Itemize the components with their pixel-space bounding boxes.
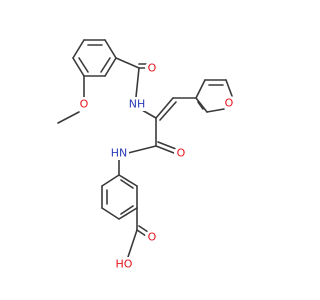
bond-alkene-b	[159, 101, 177, 121]
bond-furan-inner-b	[197, 101, 204, 110]
bond-ring1-f	[72, 39, 85, 59]
bond-furan-e	[195, 97, 208, 113]
acid-hydroxyl-label: HO	[116, 258, 133, 271]
methoxy-oxygen-label: O	[80, 98, 89, 111]
bond-ring2-inner-b	[120, 205, 134, 215]
atom-acid-hydroxyl: HO	[114, 257, 134, 271]
bond-amide-c-o-a	[155, 145, 175, 154]
bond-ring2-inner-c	[120, 179, 134, 189]
furan-oxygen-label: O	[225, 97, 234, 110]
bond-nh-to-alpha-c	[141, 109, 157, 119]
bond-furan-c	[225, 79, 233, 97]
bond-amide-c-to-hn	[127, 145, 157, 154]
atom-acid-carbonyl-oxygen: O	[145, 230, 159, 244]
benzoyl-carbonyl-oxygen-label: O	[148, 62, 157, 75]
atom-amide-carbonyl-oxygen: O	[174, 146, 188, 160]
bond-acid-c-o-b	[138, 225, 149, 233]
bond-ring1-e	[72, 57, 85, 77]
bond-furan-a	[195, 79, 206, 99]
amide-nitrogen-lower-label: HN	[111, 147, 128, 160]
amide-nitrogen-upper-label: NH	[129, 98, 146, 111]
bond-ring2-f	[118, 174, 138, 187]
bond-ring1-inner-b	[100, 57, 111, 73]
bond-ring1-c	[104, 57, 117, 77]
bond-methoxy-o-to-ch3	[57, 111, 80, 124]
bond-acid-c-o-a	[136, 229, 147, 237]
bond-acid-c-to-oh	[127, 229, 138, 258]
amide-carbonyl-oxygen-label: O	[177, 147, 186, 160]
bond-ring1-b	[104, 39, 117, 59]
atom-benzoyl-carbonyl-oxygen: O	[145, 61, 159, 75]
atom-label-layer: O O NH O O HN O	[77, 61, 236, 271]
bond-ring2-d	[118, 207, 138, 220]
atom-amide-nitrogen-lower: HN	[110, 146, 129, 160]
bond-carbonyl-c-to-nh	[135, 67, 140, 98]
bond-ring1-to-carbonyl-c	[115, 57, 140, 69]
atom-amide-nitrogen-upper: NH	[128, 97, 147, 111]
bond-furan-d	[206, 108, 225, 113]
bond-ring2-c	[101, 207, 120, 220]
bond-ring1-inner-c	[78, 57, 89, 73]
bond-layer	[57, 39, 233, 258]
bond-alkene-a	[155, 97, 174, 119]
acid-carbonyl-oxygen-label: O	[148, 231, 157, 244]
atom-methoxy-oxygen: O	[77, 97, 91, 111]
chemical-structure-diagram: O O NH O O HN O	[57, 39, 236, 271]
bond-amide-c-o-b	[157, 141, 177, 150]
bond-ring2-a	[101, 174, 120, 187]
atom-furan-oxygen: O	[222, 96, 236, 110]
